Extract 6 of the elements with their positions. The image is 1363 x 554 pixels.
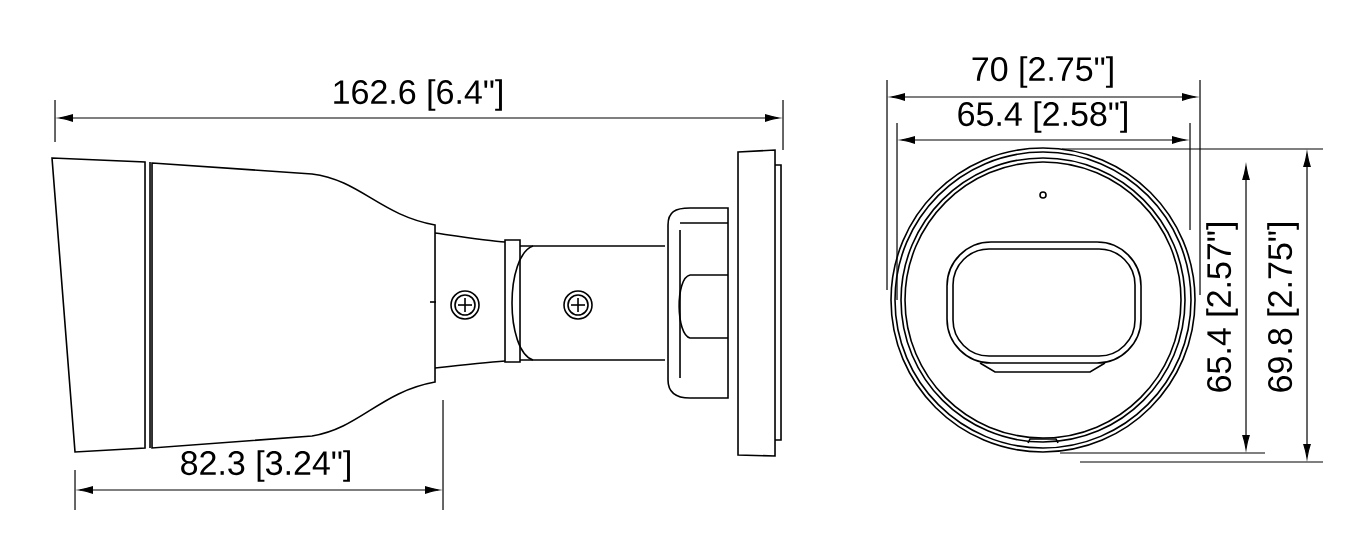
dimension-label: 70 [2.75"]: [972, 56, 1113, 88]
dimension-label: 65.4 [2.58"]: [958, 101, 1127, 133]
dimension-label: 162.6 [6.4"]: [334, 79, 502, 111]
dimension-label: 82.3 [3.24"]: [181, 450, 350, 482]
dimension-label: 65.4 [2.57"]: [1206, 223, 1238, 392]
dimension-label: 69.8 [2.75"]: [1267, 223, 1299, 392]
